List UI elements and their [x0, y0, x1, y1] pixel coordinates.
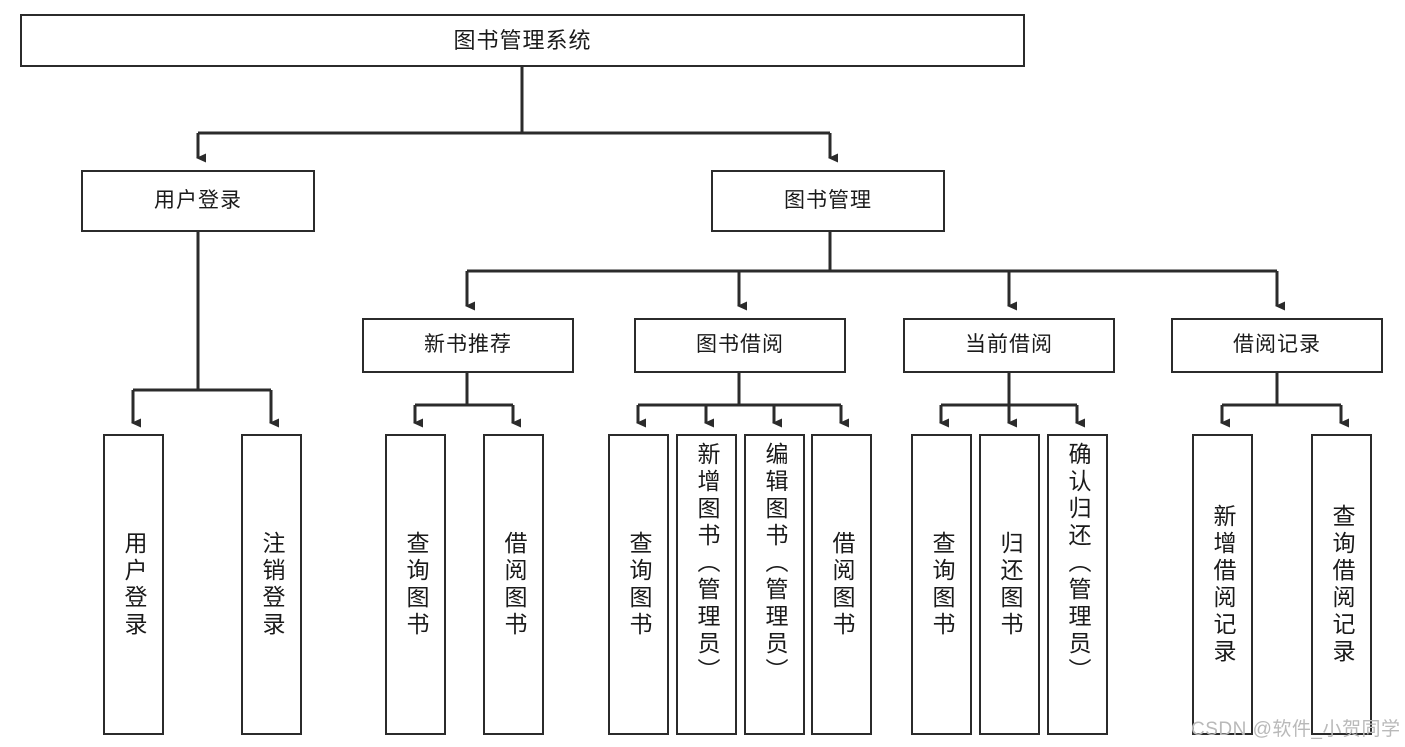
node-label: 当前借阅 [965, 333, 1053, 357]
node-user-login[interactable]: 用户登录 [81, 170, 315, 232]
node-label: 用户登录 [154, 188, 242, 212]
leaf-user-login[interactable]: 用户登录 [103, 434, 164, 735]
leaf-add-borrow-record[interactable]: 新增借阅记录 [1192, 434, 1253, 735]
node-label: 借阅图书 [829, 530, 855, 639]
node-label: 查询图书 [929, 530, 955, 639]
node-label: 新增借阅记录 [1210, 503, 1236, 666]
leaf-borrow-book[interactable]: 借阅图书 [811, 434, 872, 735]
leaf-logout[interactable]: 注销登录 [241, 434, 302, 735]
leaf-edit-book-admin[interactable]: 编辑图书（管理员） [744, 434, 805, 735]
node-label: 新书推荐 [424, 333, 512, 357]
node-label: 借阅记录 [1233, 333, 1321, 357]
leaf-query-borrow-record[interactable]: 查询借阅记录 [1311, 434, 1372, 735]
node-label: 注销登录 [259, 530, 285, 639]
node-label: 图书管理系统 [453, 27, 592, 53]
leaf-query-book-borrow[interactable]: 查询图书 [608, 434, 669, 735]
node-label: 编辑图书（管理员） [762, 442, 788, 685]
node-book-management[interactable]: 图书管理 [711, 170, 945, 232]
node-label: 借阅图书 [501, 530, 527, 639]
leaf-borrow-book-recommend[interactable]: 借阅图书 [483, 434, 544, 735]
node-label: 归还图书 [997, 530, 1023, 639]
leaf-add-book-admin[interactable]: 新增图书（管理员） [676, 434, 737, 735]
node-current-borrow[interactable]: 当前借阅 [903, 318, 1115, 373]
node-label: 查询图书 [626, 530, 652, 639]
leaf-query-book-recommend[interactable]: 查询图书 [385, 434, 446, 735]
watermark: CSDN @软件_小贺同学 [1191, 719, 1401, 740]
leaf-confirm-return-admin[interactable]: 确认归还（管理员） [1047, 434, 1108, 735]
node-new-book-recommend[interactable]: 新书推荐 [362, 318, 574, 373]
leaf-query-book-current[interactable]: 查询图书 [911, 434, 972, 735]
node-borrow-record[interactable]: 借阅记录 [1171, 318, 1383, 373]
node-label: 图书借阅 [696, 333, 784, 357]
node-label: 用户登录 [121, 530, 147, 639]
leaf-return-book[interactable]: 归还图书 [979, 434, 1040, 735]
node-root-book-management-system[interactable]: 图书管理系统 [20, 14, 1025, 67]
node-label: 图书管理 [784, 188, 872, 212]
node-label: 查询图书 [403, 530, 429, 639]
node-label: 确认归还（管理员） [1065, 442, 1091, 685]
node-book-borrow[interactable]: 图书借阅 [634, 318, 846, 373]
node-label: 新增图书（管理员） [694, 442, 720, 685]
node-label: 查询借阅记录 [1329, 503, 1355, 666]
